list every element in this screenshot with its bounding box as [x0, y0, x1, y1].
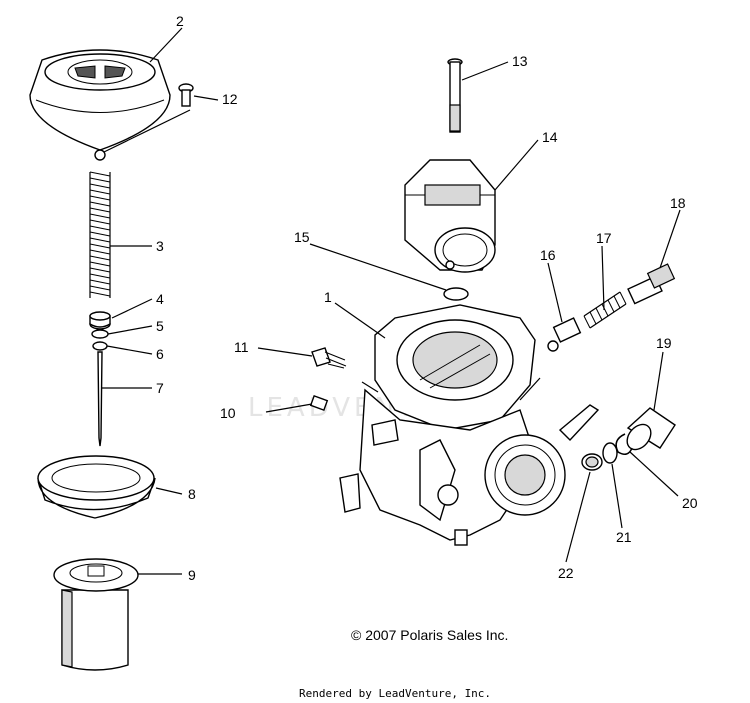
part-18-plunger-nut	[627, 263, 676, 305]
callout-5: 5	[156, 318, 164, 334]
part-6-washer	[92, 341, 108, 351]
callout-6: 6	[156, 346, 164, 362]
callout-9: 9	[188, 567, 196, 583]
callout-2: 2	[176, 13, 184, 29]
part-22-ring	[581, 453, 603, 471]
part-15-o-ring	[443, 287, 469, 301]
part-11-pilot-screw	[311, 347, 347, 369]
part-12-screw	[178, 83, 194, 107]
part-16-plunger	[547, 317, 582, 352]
part-13-screw	[447, 58, 463, 133]
part-4-spring-seat	[89, 311, 111, 330]
callout-20: 20	[682, 495, 698, 511]
callout-numbers: 1 2 3 4 5 6 7 8 9 10 11 12 13 14 15 16 1…	[156, 13, 698, 583]
part-2-diaphragm-cover	[29, 49, 171, 161]
callout-11: 11	[234, 339, 249, 355]
callout-19: 19	[656, 335, 672, 351]
part-8-throttle-slide-ring	[37, 455, 156, 519]
part-14-throttle-bracket	[404, 159, 496, 273]
part-20-clip	[615, 433, 633, 456]
rendered-by-text: Rendered by LeadVenture, Inc.	[299, 687, 491, 700]
part-1-carburetor-body	[339, 304, 600, 546]
part-5-clip	[91, 329, 109, 339]
callout-18: 18	[670, 195, 686, 211]
callout-10: 10	[220, 405, 236, 421]
callout-14: 14	[542, 129, 558, 145]
callout-8: 8	[188, 486, 196, 502]
part-9-throttle-slide	[53, 558, 139, 671]
callout-16: 16	[540, 247, 556, 263]
callout-22: 22	[558, 565, 574, 581]
callout-17: 17	[596, 230, 612, 246]
callout-3: 3	[156, 238, 164, 254]
callout-15: 15	[294, 229, 310, 245]
callout-1: 1	[324, 289, 332, 305]
part-19-tube	[626, 407, 676, 451]
callout-12: 12	[222, 91, 238, 107]
copyright-text: © 2007 Polaris Sales Inc.	[351, 627, 508, 643]
callout-7: 7	[156, 380, 164, 396]
part-17-spring	[583, 291, 627, 329]
part-10-idle-screw	[309, 395, 329, 411]
part-21-washer	[602, 442, 618, 464]
leader-lines	[102, 27, 681, 575]
callout-21: 21	[616, 529, 632, 545]
callout-13: 13	[512, 53, 528, 69]
part-7-jet-needle	[97, 351, 103, 447]
callout-4: 4	[156, 291, 164, 307]
part-3-spring	[89, 171, 111, 298]
